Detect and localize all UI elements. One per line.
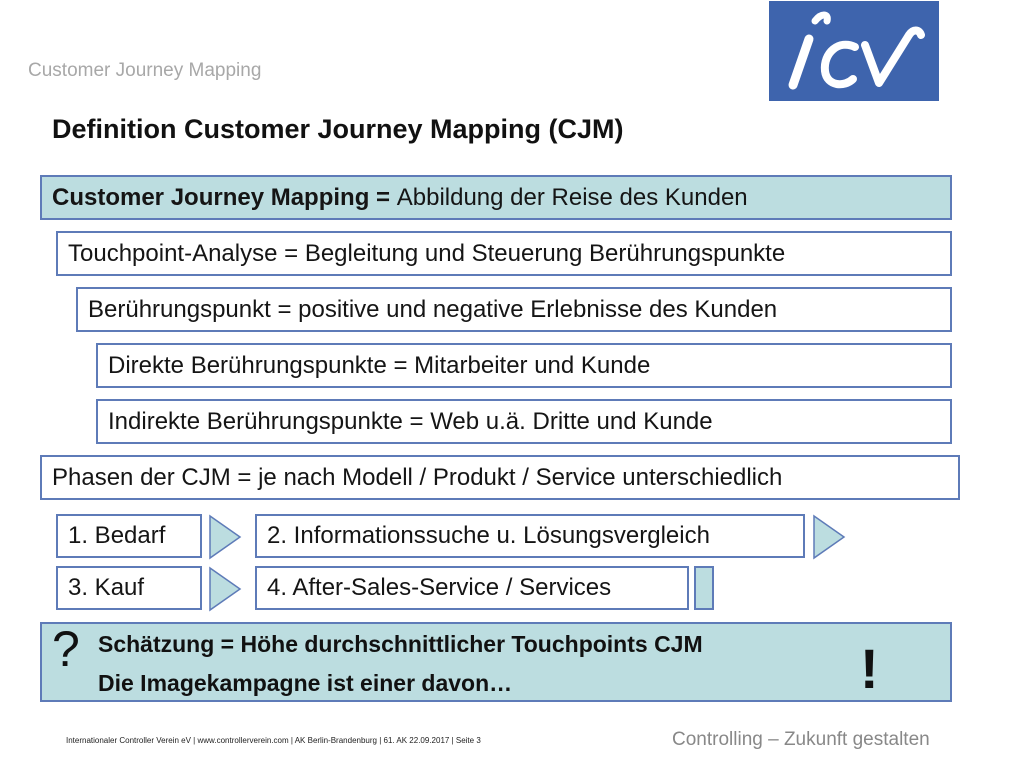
- page-title: Definition Customer Journey Mapping (CJM…: [52, 114, 624, 144]
- chevron-right-icon: [812, 514, 846, 560]
- estimate-box: [40, 622, 952, 702]
- breadcrumb: Customer Journey Mapping: [28, 60, 262, 81]
- definition-text: Abbildung der Reise des Kunden: [396, 183, 748, 211]
- phase-label: 1. Bedarf: [68, 522, 166, 549]
- phase-after-sales: 4. After-Sales-Service / Services: [255, 566, 689, 610]
- estimate-line-1: Schätzung = Höhe durchschnittlicher Touc…: [98, 631, 703, 657]
- chevron-right-icon: [208, 514, 242, 560]
- definition-text: Direkte Berührungspunkte = Mitarbeiter u…: [108, 351, 651, 379]
- definition-beruehrungspunkt: Berührungspunkt = positive und negative …: [76, 287, 952, 332]
- definition-term: Customer Journey Mapping =: [52, 183, 391, 211]
- definition-indirekte-beruehrungspunkte: Indirekte Berührungspunkte = Web u.ä. Dr…: [96, 399, 952, 444]
- phase-informationssuche: 2. Informationssuche u. Lösungsvergleich: [255, 514, 805, 558]
- estimate-line-2: Die Imagekampagne ist einer davon…: [98, 670, 513, 696]
- definition-text: Indirekte Berührungspunkte = Web u.ä. Dr…: [108, 407, 713, 435]
- footer-info: Internationaler Controller Verein eV | w…: [66, 736, 481, 745]
- question-mark: ?: [52, 621, 80, 677]
- icv-logo: [769, 1, 939, 101]
- phase-label: 2. Informationssuche u. Lösungsvergleich: [267, 522, 710, 549]
- chevron-right-icon: [208, 566, 242, 612]
- definition-phasen: Phasen der CJM = je nach Modell / Produk…: [40, 455, 960, 500]
- phase-kauf: 3. Kauf: [56, 566, 202, 610]
- definition-text: Phasen der CJM = je nach Modell / Produk…: [52, 463, 783, 491]
- phase-bedarf: 1. Bedarf: [56, 514, 202, 558]
- definition-direkte-beruehrungspunkte: Direkte Berührungspunkte = Mitarbeiter u…: [96, 343, 952, 388]
- phase-end-marker: [694, 566, 714, 610]
- definition-cjm: Customer Journey Mapping = Abbildung der…: [40, 175, 952, 220]
- phase-label: 3. Kauf: [68, 574, 145, 601]
- definition-text: Touchpoint-Analyse = Begleitung und Steu…: [68, 239, 786, 267]
- footer-slogan: Controlling – Zukunft gestalten: [672, 729, 930, 750]
- definition-touchpoint-analyse: Touchpoint-Analyse = Begleitung und Steu…: [56, 231, 952, 276]
- definition-text: Berührungspunkt = positive und negative …: [88, 295, 778, 323]
- icv-logo-icon: [788, 11, 925, 90]
- phase-label: 4. After-Sales-Service / Services: [267, 574, 612, 601]
- exclamation-mark: !: [860, 637, 879, 700]
